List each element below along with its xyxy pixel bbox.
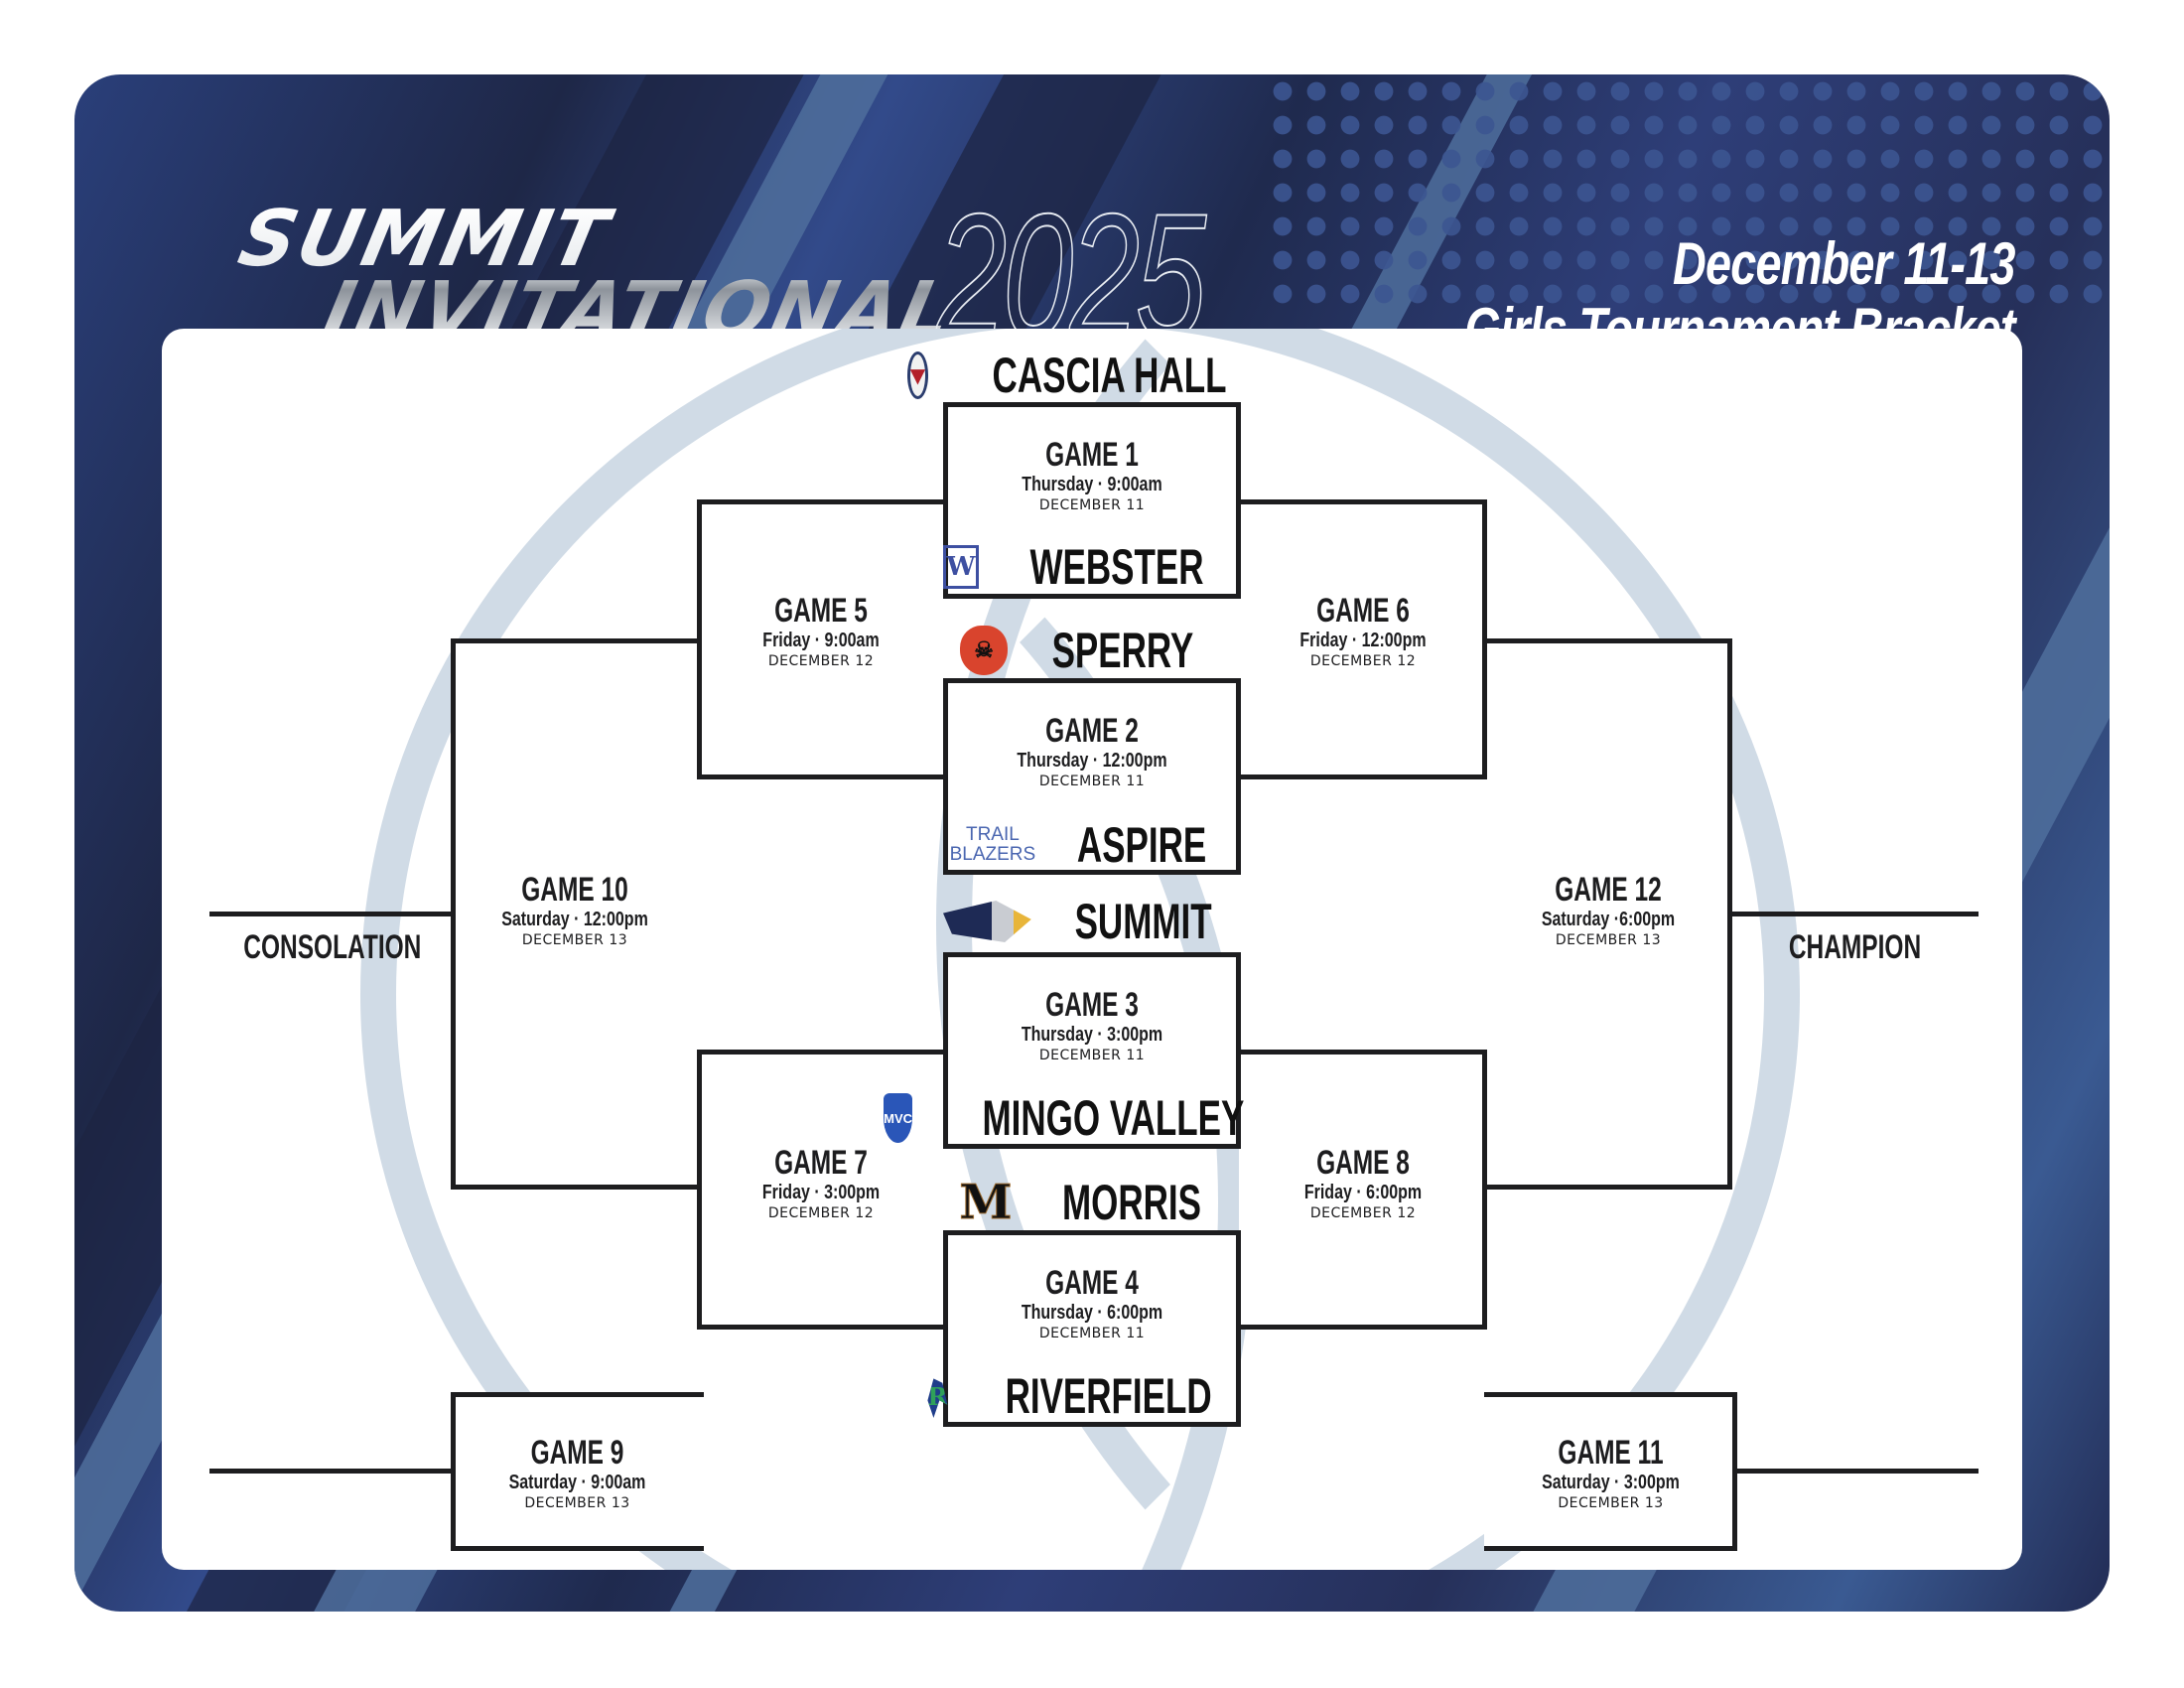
- game-time: Friday · 12:00pm: [1299, 630, 1427, 651]
- game-7-info: GAME 7 Friday · 3:00pm DECEMBER 12: [697, 1145, 945, 1222]
- team-riverfield: R RIVERFIELD: [927, 1368, 1241, 1424]
- pirate-logo-icon: ☠: [960, 626, 1009, 675]
- game-10-bracket: [451, 638, 699, 1190]
- game-10-info: GAME 10 Saturday · 12:00pm DECEMBER 13: [451, 872, 699, 949]
- game-11-line: [1735, 1469, 1979, 1474]
- game-8-info: GAME 8 Friday · 6:00pm DECEMBER 12: [1239, 1145, 1487, 1222]
- game-time: Friday · 6:00pm: [1303, 1182, 1423, 1203]
- game-name: GAME 6: [1316, 592, 1410, 630]
- game-name: GAME 10: [521, 871, 628, 909]
- game-time: Saturday · 9:00am: [508, 1472, 646, 1493]
- trailblazers-logo-icon: TRAIL BLAZERS: [950, 825, 1036, 865]
- game-name: GAME 5: [774, 592, 868, 630]
- game-date: DECEMBER 12: [1309, 1205, 1417, 1221]
- team-morris: M MORRIS: [943, 1175, 1241, 1230]
- game-12-info: GAME 12 Saturday ·6:00pm DECEMBER 13: [1484, 872, 1732, 949]
- game-name: GAME 1: [1045, 436, 1139, 474]
- game-date: DECEMBER 13: [1558, 1495, 1664, 1511]
- game-time: Thursday · 3:00pm: [1021, 1024, 1163, 1046]
- game-12-bracket: [1484, 638, 1732, 1190]
- consolation-label: CONSOLATION: [243, 928, 422, 966]
- game-date: DECEMBER 12: [1309, 653, 1417, 669]
- team-aspire: TRAIL BLAZERS ASPIRE: [943, 817, 1241, 873]
- game-9-bracket: [451, 1392, 704, 1551]
- team-name: CASCIA HALL: [992, 348, 1227, 403]
- champion-label: CHAMPION: [1788, 928, 1922, 966]
- game-6-bracket: [1239, 499, 1487, 779]
- game-2-box: [943, 678, 1241, 875]
- game-time: Thursday · 6:00pm: [1021, 1302, 1163, 1324]
- event-title: SUMMIT INVITATIONAL: [218, 204, 975, 347]
- team-cascia-hall: ▼ CASCIA HALL: [906, 348, 1241, 403]
- team-name: WEBSTER: [1029, 539, 1204, 595]
- game-5-bracket: [697, 499, 945, 779]
- game-name: GAME 9: [530, 1434, 624, 1472]
- game-date: DECEMBER 11: [1038, 497, 1146, 513]
- game-name: GAME 7: [774, 1144, 868, 1182]
- game-9-info: GAME 9 Saturday · 9:00am DECEMBER 13: [451, 1435, 704, 1512]
- game-time: Saturday · 3:00pm: [1542, 1472, 1680, 1493]
- team-name: SUMMIT: [1074, 894, 1212, 949]
- game-6-info: GAME 6 Friday · 12:00pm DECEMBER 12: [1239, 593, 1487, 670]
- team-name: MORRIS: [1062, 1175, 1201, 1230]
- game-date: DECEMBER 12: [767, 653, 875, 669]
- game-time: Friday · 9:00am: [762, 630, 880, 651]
- event-dates: December 11-13: [1673, 230, 2015, 297]
- game-name: GAME 3: [1045, 986, 1139, 1024]
- logo-text: TRAIL: [965, 824, 1020, 845]
- mvc-shield-logo-icon: MVC: [884, 1093, 913, 1143]
- game-time: Thursday · 12:00pm: [1017, 750, 1167, 772]
- game-11-bracket: [1484, 1392, 1737, 1551]
- game-date: DECEMBER 13: [521, 932, 628, 948]
- game-name: GAME 8: [1316, 1144, 1410, 1182]
- bulldog-logo-icon: ▼: [906, 352, 929, 399]
- game-9-line: [209, 1469, 453, 1474]
- game-date: DECEMBER 13: [1555, 932, 1662, 948]
- team-name: ASPIRE: [1077, 817, 1207, 873]
- team-name: SPERRY: [1051, 623, 1194, 678]
- game-name: GAME 4: [1045, 1264, 1139, 1302]
- game-date: DECEMBER 11: [1038, 1048, 1146, 1063]
- game-4-info: GAME 4 Thursday · 6:00pm DECEMBER 11: [943, 1265, 1241, 1342]
- game-5-info: GAME 5 Friday · 9:00am DECEMBER 12: [697, 593, 945, 670]
- consolation-line: [209, 912, 453, 916]
- m-logo-icon: M: [959, 1175, 1013, 1230]
- game-date: DECEMBER 11: [1038, 1326, 1146, 1341]
- game-3-info: GAME 3 Thursday · 3:00pm DECEMBER 11: [943, 987, 1241, 1064]
- team-webster: W WEBSTER: [943, 539, 1241, 595]
- team-mingo-valley: MVC MINGO VALLEY: [884, 1090, 1244, 1146]
- team-summit: SUMMIT: [943, 894, 1241, 949]
- webster-w-logo-icon: W: [943, 545, 979, 589]
- decor-dots: [1266, 74, 2110, 313]
- game-time: Thursday · 9:00am: [1022, 474, 1162, 495]
- champion-line: [1731, 912, 1979, 916]
- game-11-info: GAME 11 Saturday · 3:00pm DECEMBER 13: [1484, 1435, 1737, 1512]
- game-date: DECEMBER 12: [767, 1205, 875, 1221]
- game-4-box: [943, 1230, 1241, 1427]
- eagle-logo-icon: [943, 901, 1031, 942]
- game-name: GAME 2: [1045, 712, 1139, 750]
- game-3-box: [943, 952, 1241, 1149]
- game-2-info: GAME 2 Thursday · 12:00pm DECEMBER 11: [943, 713, 1241, 790]
- game-name: GAME 12: [1555, 871, 1662, 909]
- game-time: Saturday · 12:00pm: [501, 909, 648, 930]
- logo-text: BLAZERS: [949, 844, 1036, 865]
- team-name: MINGO VALLEY: [982, 1090, 1245, 1146]
- game-time: Friday · 3:00pm: [761, 1182, 881, 1203]
- team-sperry: ☠ SPERRY: [943, 623, 1241, 678]
- game-date: DECEMBER 13: [524, 1495, 630, 1511]
- game-name: GAME 11: [1558, 1434, 1664, 1472]
- game-date: DECEMBER 11: [1038, 774, 1146, 789]
- game-time: Saturday ·6:00pm: [1541, 909, 1676, 930]
- team-name: RIVERFIELD: [1005, 1368, 1213, 1424]
- game-8-bracket: [1239, 1050, 1487, 1330]
- game-1-box: [943, 402, 1241, 599]
- game-1-info: GAME 1 Thursday · 9:00am DECEMBER 11: [943, 437, 1241, 514]
